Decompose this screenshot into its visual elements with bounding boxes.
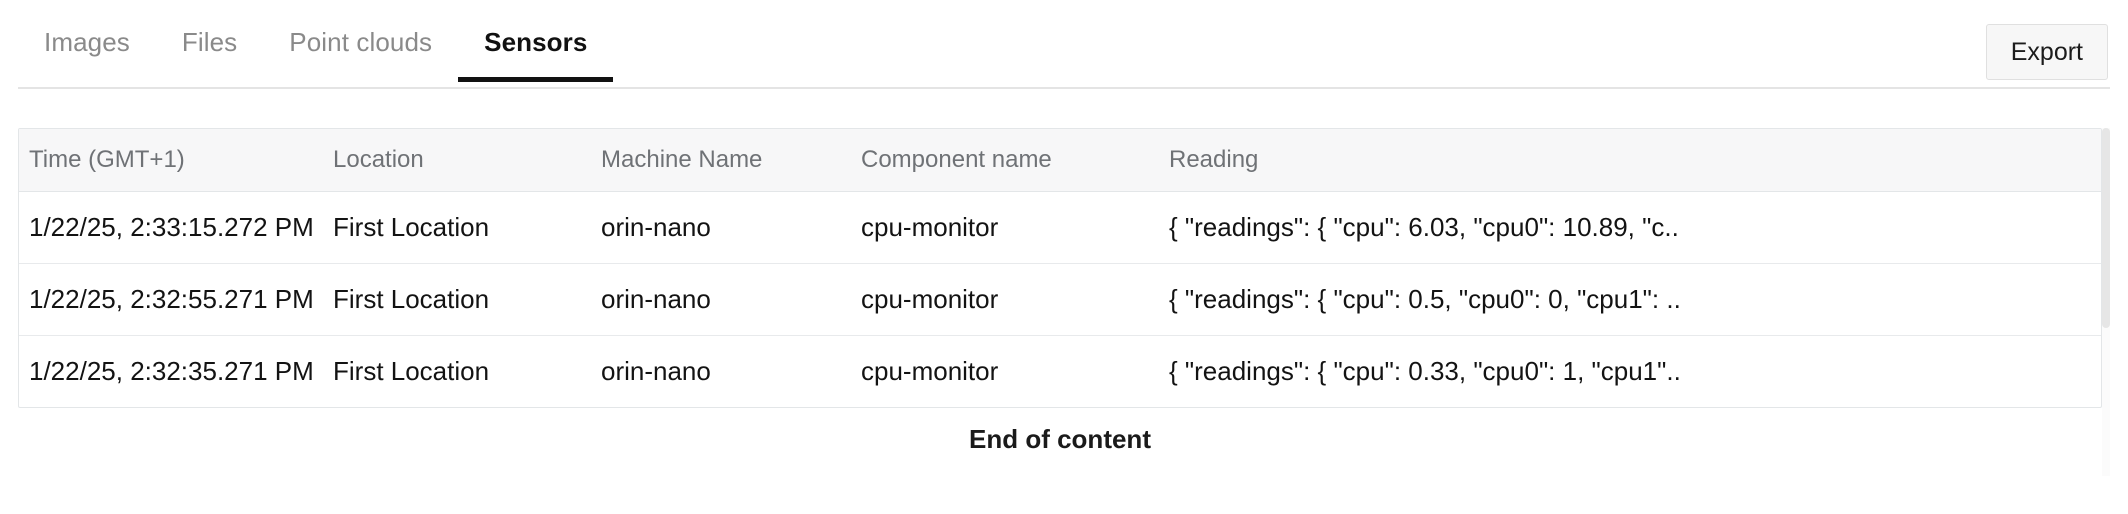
tab-files[interactable]: Files	[156, 18, 263, 82]
end-of-content-label: End of content	[969, 424, 1151, 454]
cell-reading: { "readings": { "cpu": 0.33, "cpu0": 1, …	[1169, 356, 1681, 386]
tab-sensors[interactable]: Sensors	[458, 18, 614, 82]
cell-time: 1/22/25, 2:32:35.271 PM	[29, 356, 314, 386]
cell-time: 1/22/25, 2:32:55.271 PM	[19, 263, 333, 336]
sensors-table-body: 1/22/25, 2:33:15.272 PM First Location o…	[19, 191, 2101, 408]
tab-sensors-label: Sensors	[484, 27, 588, 57]
vertical-scrollbar-thumb[interactable]	[2102, 128, 2110, 328]
cell-component-name: cpu-monitor	[861, 356, 999, 386]
tab-bar: Images Files Point clouds Sensors	[18, 18, 2110, 92]
cell-component-name: cpu-monitor	[861, 263, 1169, 336]
column-header-component-name[interactable]: Component name	[861, 129, 1169, 192]
sensors-table-container: Time (GMT+1) Location Machine Name Compo…	[18, 128, 2102, 408]
cell-machine-name: orin-nano	[601, 191, 861, 264]
tab-strip: Images Files Point clouds Sensors	[18, 18, 614, 82]
column-header-reading[interactable]: Reading	[1169, 129, 2101, 192]
tab-files-label: Files	[181, 27, 238, 57]
column-header-location[interactable]: Location	[333, 129, 601, 192]
tab-point-clouds[interactable]: Point clouds	[263, 18, 458, 82]
sensors-table: Time (GMT+1) Location Machine Name Compo…	[19, 129, 2101, 408]
table-row[interactable]: 1/22/25, 2:33:15.272 PM First Location o…	[19, 191, 2101, 264]
table-row[interactable]: 1/22/25, 2:32:55.271 PM First Location o…	[19, 263, 2101, 336]
table-row[interactable]: 1/22/25, 2:32:35.271 PM First Location o…	[19, 336, 2101, 408]
cell-location: First Location	[333, 191, 601, 264]
cell-location: First Location	[333, 263, 601, 336]
cell-machine-name: orin-nano	[601, 356, 711, 386]
column-header-time[interactable]: Time (GMT+1)	[19, 129, 333, 192]
cell-reading: { "readings": { "cpu": 0.5, "cpu0": 0, "…	[1169, 263, 2101, 336]
table-header-row: Time (GMT+1) Location Machine Name Compo…	[19, 129, 2101, 192]
cell-reading: { "readings": { "cpu": 6.03, "cpu0": 10.…	[1169, 191, 2101, 264]
tab-images[interactable]: Images	[18, 18, 156, 82]
cell-time: 1/22/25, 2:33:15.272 PM	[19, 191, 333, 264]
column-header-machine-name[interactable]: Machine Name	[601, 129, 861, 192]
tab-images-label: Images	[44, 27, 130, 57]
sensors-table-head: Time (GMT+1) Location Machine Name Compo…	[19, 129, 2101, 192]
cell-location: First Location	[333, 356, 490, 386]
cell-machine-name: orin-nano	[601, 263, 861, 336]
cell-component-name: cpu-monitor	[861, 191, 1169, 264]
tab-bar-divider	[18, 87, 2110, 89]
export-button[interactable]: Export	[1985, 24, 2108, 80]
tab-point-clouds-label: Point clouds	[289, 27, 433, 57]
